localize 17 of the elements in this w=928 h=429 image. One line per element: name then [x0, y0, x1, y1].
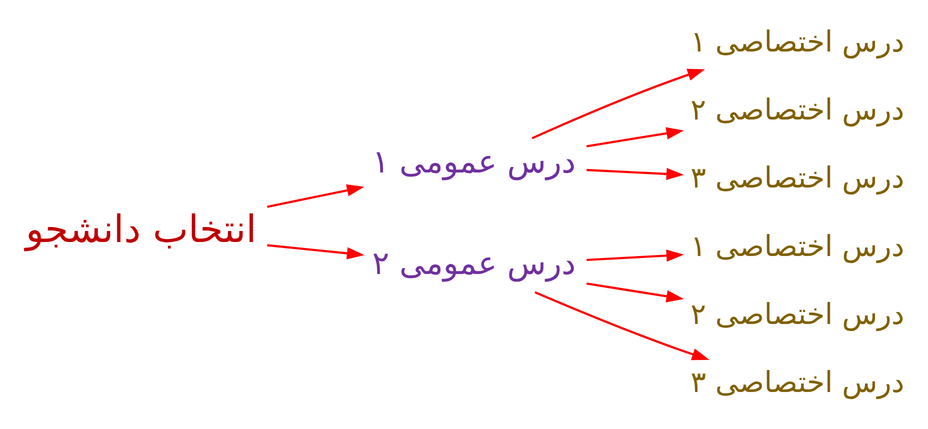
- arrow: [266, 184, 364, 208]
- node-text: درس اختصاصی ۱: [690, 228, 904, 263]
- node-text: درس اختصاصی ۲: [690, 92, 904, 126]
- node-text: درس عمومی ۲: [372, 244, 576, 282]
- arrow: [266, 244, 364, 260]
- arrow: [534, 291, 709, 360]
- node-text: درس اختصاصی ۱: [690, 24, 904, 58]
- node-text: درس اختصاصی ۳: [690, 160, 904, 195]
- node-text: درس عمومی ۱: [372, 142, 576, 181]
- node-text: انتخاب دانشجو: [25, 206, 256, 251]
- node-text: درس اختصاصی ۳: [690, 365, 904, 400]
- arrow: [586, 282, 684, 302]
- node-text: درس اختصاصی ۲: [690, 297, 904, 332]
- arrow: [531, 68, 705, 140]
- arrow: [586, 127, 684, 148]
- arrow: [586, 250, 684, 262]
- arrow: [586, 168, 684, 180]
